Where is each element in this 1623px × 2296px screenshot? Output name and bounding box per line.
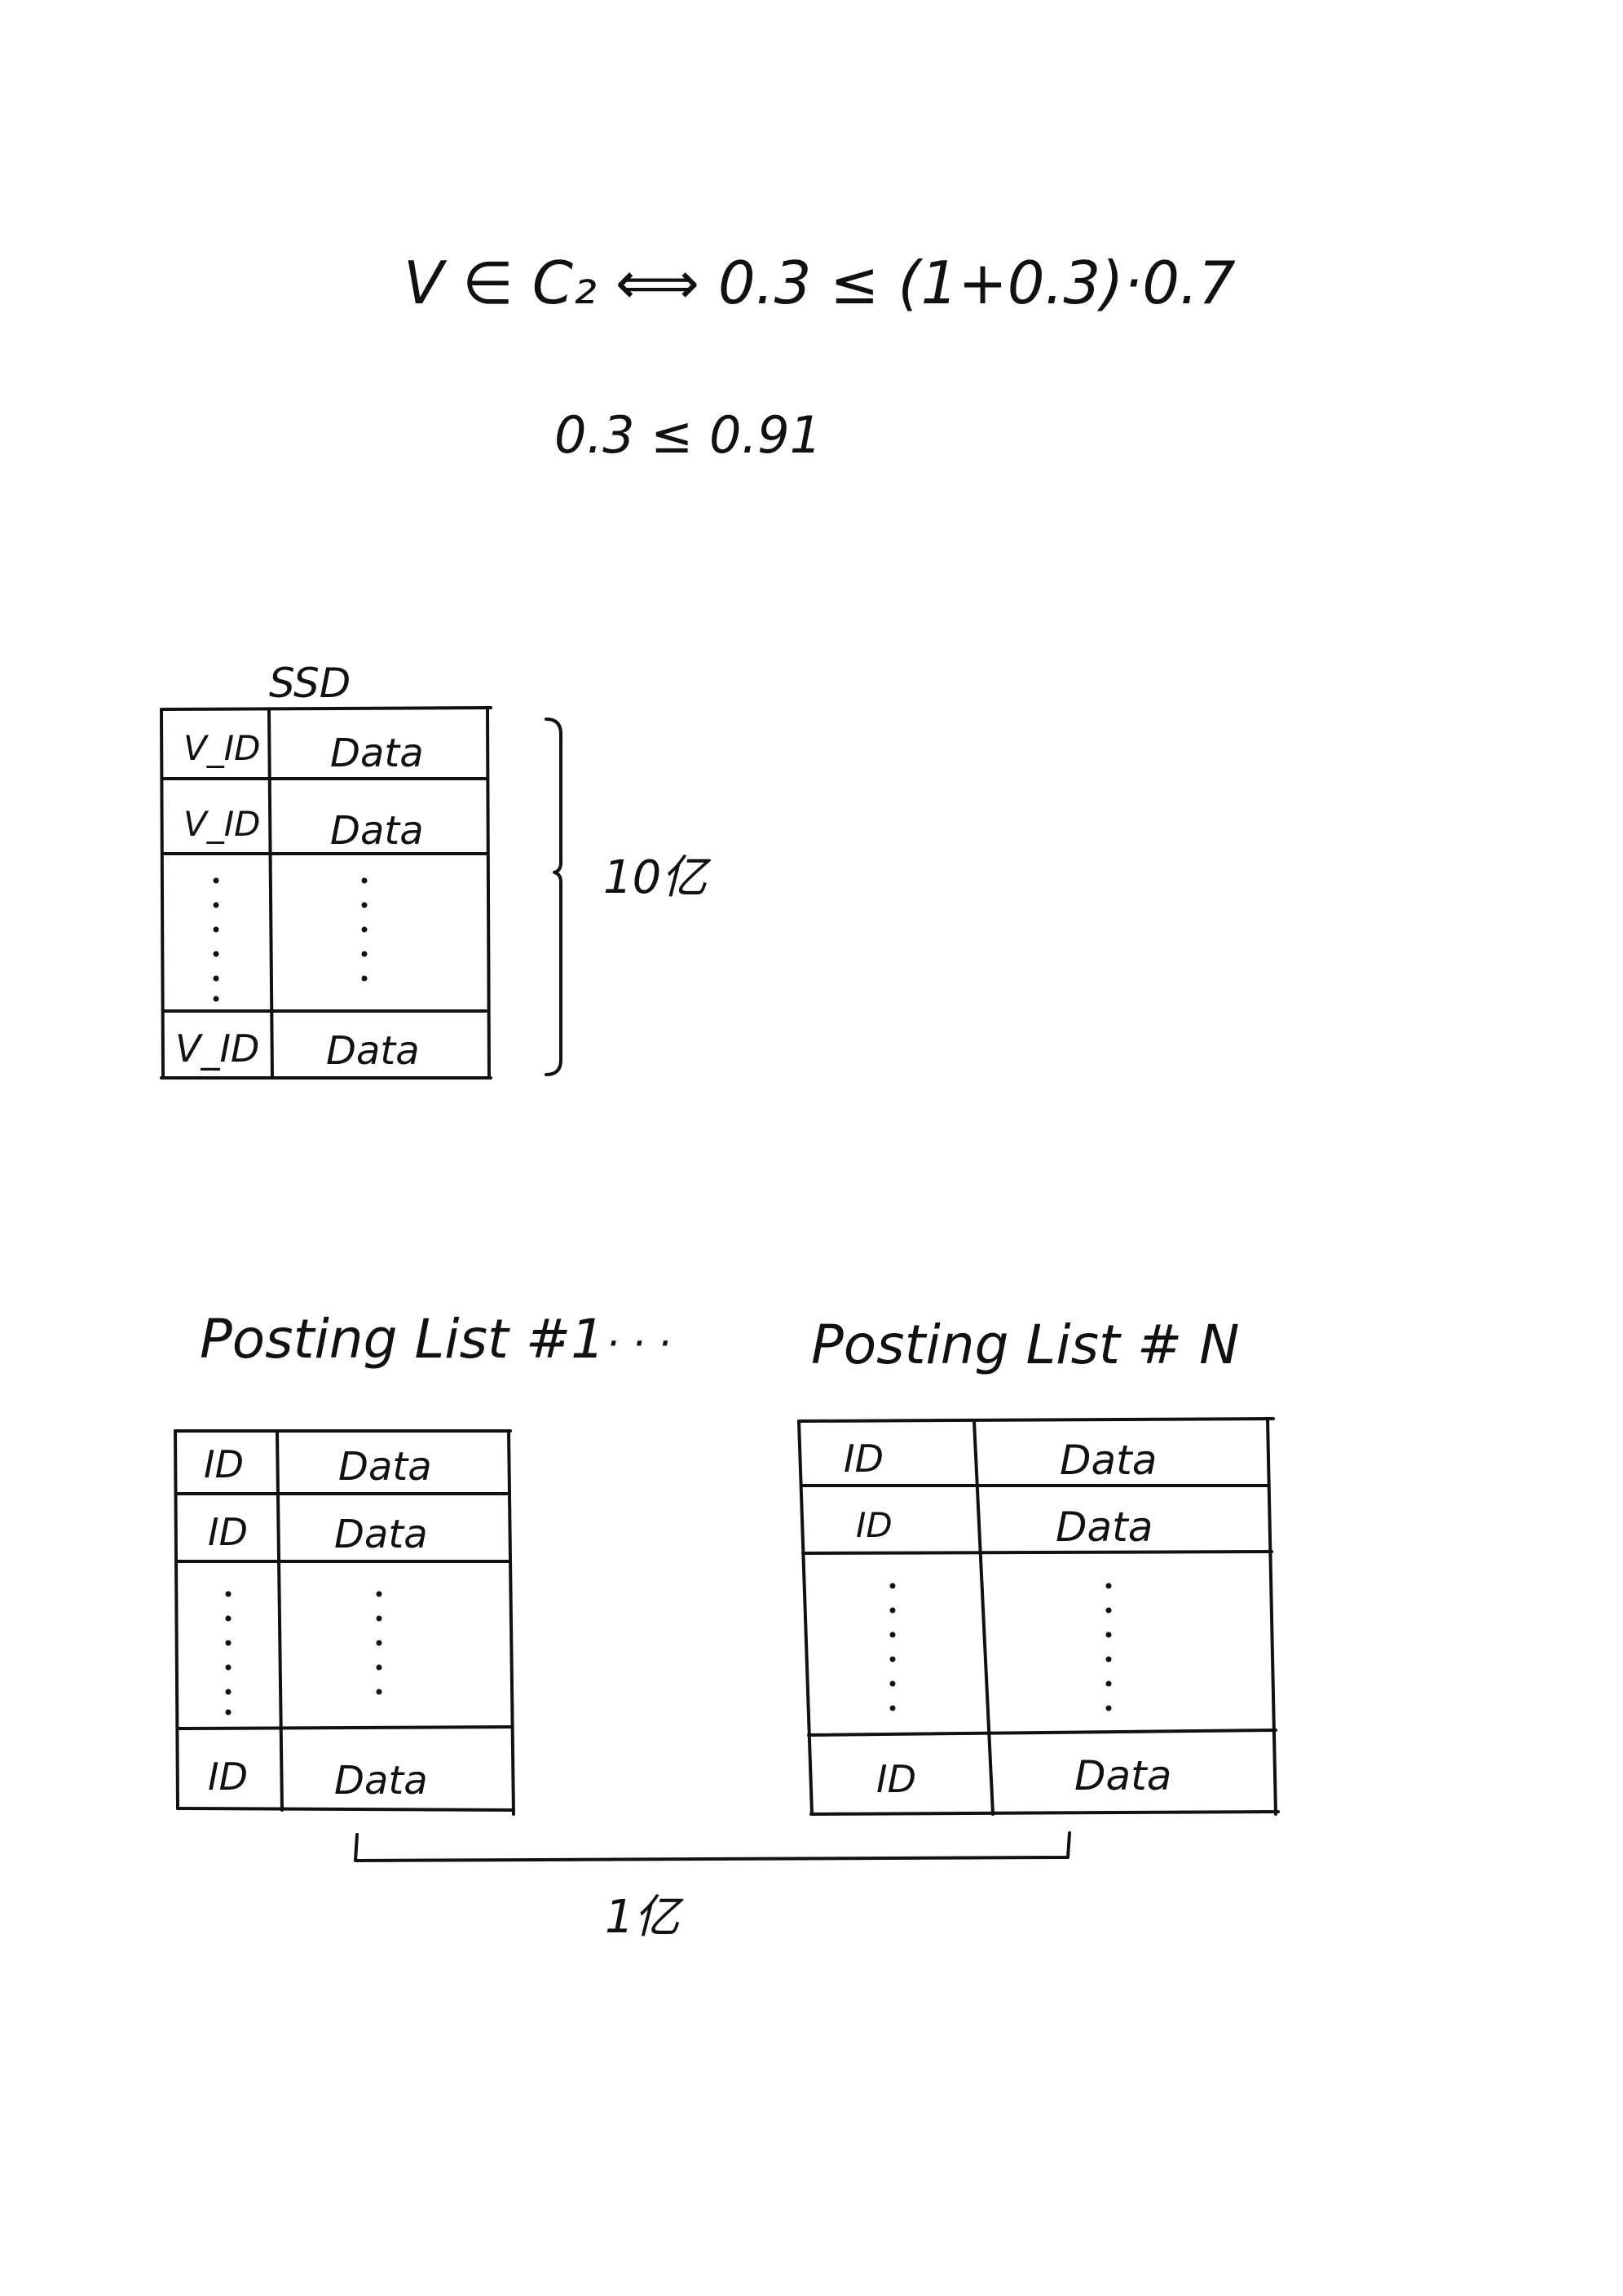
ssd-cell-id: V_ID	[183, 804, 260, 844]
pln-cell-id: ID	[844, 1437, 884, 1481]
ssd-left-border	[160, 708, 165, 1080]
posting-lists-brace-label: 1亿	[605, 1891, 685, 1944]
pln-right-border	[1266, 1417, 1277, 1816]
pln-cell-data: Data	[1074, 1752, 1171, 1799]
pln-left-border	[797, 1420, 814, 1816]
posting-list-1-title: Posting List #1	[200, 1308, 605, 1371]
ssd-cell-data: Data	[330, 808, 424, 854]
pl1-row-divider-3	[176, 1725, 514, 1730]
pln-cell-id: ID	[876, 1757, 916, 1801]
ssd-title: SSD	[269, 660, 351, 707]
ssd-brace-label: 10亿	[603, 851, 712, 904]
pl1-bottom-border	[176, 1807, 515, 1812]
pln-cell-data: Data	[1060, 1437, 1157, 1484]
ssd-cell-data: Data	[326, 1028, 420, 1074]
pln-vertical-ellipsis-data	[1105, 1583, 1112, 1711]
pl1-cell-data: Data	[338, 1444, 432, 1490]
pl1-cell-id: ID	[204, 1442, 244, 1486]
pln-vertical-ellipsis-id	[889, 1583, 896, 1711]
pl1-left-border	[174, 1429, 179, 1810]
ssd-brace	[545, 718, 562, 1076]
pln-cell-data: Data	[1056, 1503, 1153, 1551]
pl1-vertical-ellipsis-data	[376, 1591, 382, 1695]
pln-top-border	[797, 1417, 1275, 1423]
ssd-vertical-ellipsis-id	[213, 877, 219, 1002]
posting-lists-brace	[354, 1831, 1071, 1862]
pl1-cell-data: Data	[334, 1758, 428, 1804]
pln-row-divider-2	[801, 1550, 1273, 1555]
pln-row-divider-3	[807, 1729, 1277, 1737]
ssd-cell-id: V_ID	[175, 1027, 259, 1071]
posting-list-n-title: Posting List # N	[811, 1314, 1240, 1376]
pl1-right-border	[507, 1429, 515, 1816]
pl1-col-divider	[276, 1429, 284, 1812]
pln-bottom-border	[809, 1810, 1280, 1816]
posting-lists-ellipsis: · · · · ·	[554, 1320, 671, 1367]
ssd-top-border	[160, 706, 492, 711]
pln-cell-id: ID	[856, 1505, 893, 1545]
posting-list-n-table: ID Data ID Data ID Data	[797, 1417, 1280, 1816]
ssd-right-border	[486, 706, 491, 1080]
pl1-cell-id: ID	[208, 1755, 248, 1799]
posting-list-1-table: ID Data ID Data ID Data	[174, 1429, 515, 1816]
formula-line-1: V ∈ C₂ ⟺ 0.3 ≤ (1+0.3)·0.7	[404, 249, 1236, 317]
ssd-cell-data: Data	[330, 731, 424, 776]
ssd-vertical-ellipsis-data	[361, 877, 368, 982]
pl1-cell-id: ID	[208, 1510, 248, 1554]
ssd-col-divider	[267, 708, 274, 1080]
formula-line-2: 0.3 ≤ 0.91	[554, 405, 822, 465]
pl1-cell-data: Data	[334, 1512, 428, 1557]
pln-col-divider	[972, 1420, 995, 1816]
pl1-vertical-ellipsis-id	[225, 1591, 232, 1715]
ssd-cell-id: V_ID	[183, 728, 260, 768]
ssd-table: SSD V_ID Data V_ID Data V_ID Data 10亿	[160, 660, 712, 1080]
